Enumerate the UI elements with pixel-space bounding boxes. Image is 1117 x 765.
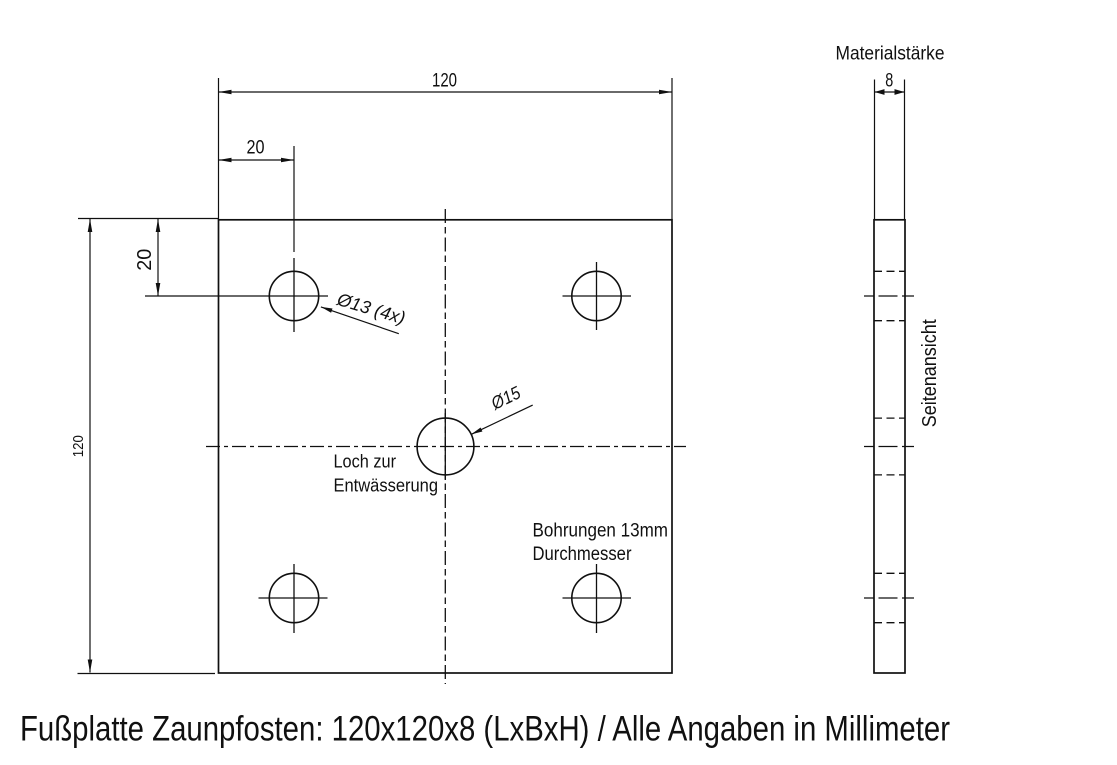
svg-text:8: 8 xyxy=(885,71,893,92)
svg-text:Bohrungen 13mm: Bohrungen 13mm xyxy=(533,521,669,542)
svg-text:120: 120 xyxy=(432,71,457,92)
svg-text:Durchmesser: Durchmesser xyxy=(533,544,633,565)
svg-text:Entwässerung: Entwässerung xyxy=(334,475,439,496)
svg-text:120: 120 xyxy=(70,435,87,457)
svg-text:20: 20 xyxy=(247,138,265,159)
svg-text:Fußplatte Zaunpfosten: 120x120: Fußplatte Zaunpfosten: 120x120x8 (LxBxH)… xyxy=(20,710,950,749)
svg-text:Loch zur: Loch zur xyxy=(334,451,397,472)
svg-text:Materialstärke: Materialstärke xyxy=(836,43,945,65)
svg-text:20: 20 xyxy=(134,249,156,271)
svg-text:Seitenansicht: Seitenansicht xyxy=(919,319,941,427)
